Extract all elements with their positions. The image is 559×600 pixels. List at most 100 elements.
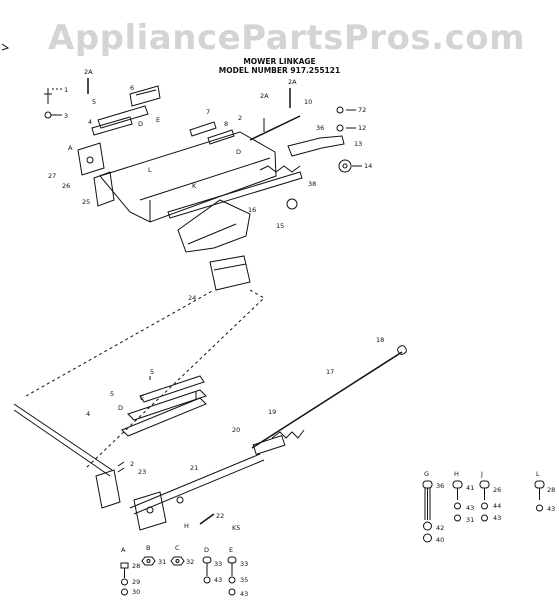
hardware-b-nut <box>141 556 156 566</box>
hardware-d-bolt <box>202 556 212 584</box>
callout-d-lower: D <box>118 404 123 412</box>
hw-e-part2: 35 <box>240 576 248 584</box>
hw-a-part2: 29 <box>132 578 140 586</box>
callout-14: 14 <box>364 162 372 170</box>
callout-4: 4 <box>88 118 92 126</box>
callout-2: 2 <box>238 114 242 122</box>
hw-g-part3: 40 <box>436 536 444 544</box>
callout-2a-right: 2A <box>288 78 297 86</box>
part-5-link-lower <box>127 389 207 421</box>
callout-17: 17 <box>326 368 334 376</box>
hw-b-part1: 31 <box>158 558 166 566</box>
callout-k: K <box>192 182 197 190</box>
callout-15: 15 <box>276 222 284 230</box>
part-38-spring <box>259 165 301 173</box>
callout-23: 23 <box>138 468 146 476</box>
part-13-arm <box>287 135 345 157</box>
callout-25: 25 <box>82 198 90 206</box>
part-4-link <box>91 116 133 136</box>
hw-j-letter: J <box>480 470 483 478</box>
reference-dashed-lines <box>25 289 265 469</box>
callout-e-lower: E <box>140 394 144 402</box>
callout-38: 38 <box>308 180 316 188</box>
hw-d-part1: 33 <box>214 560 222 568</box>
callout-e: E <box>156 116 160 124</box>
part-4-link-lower <box>121 397 207 437</box>
callout-d-right: D <box>236 148 241 156</box>
hardware-j-bolt <box>479 480 490 522</box>
callout-26: 26 <box>62 182 70 190</box>
callout-12: 12 <box>358 124 366 132</box>
callout-20: 20 <box>232 426 240 434</box>
hw-l-letter: L <box>536 470 540 478</box>
hw-d-letter: D <box>204 546 209 554</box>
hardware-e-bolt <box>227 556 237 596</box>
hardware-labels: A 28 29 30 B 31 C 32 D 33 43 E 33 35 43 … <box>121 470 555 598</box>
callout-36: 36 <box>316 124 324 132</box>
hardware-a-bolt <box>120 562 129 596</box>
hw-a-part3: 30 <box>132 588 140 596</box>
part-10-rod <box>249 115 301 141</box>
cross-shaft <box>13 403 113 477</box>
part-25-bracket <box>77 142 105 176</box>
part-23-bracket <box>95 469 121 509</box>
hw-c-part1: 32 <box>186 558 194 566</box>
hw-d-part2: 43 <box>214 576 222 584</box>
callout-k5: K5 <box>232 524 240 532</box>
hw-l-part2: 43 <box>547 505 555 513</box>
hw-h-part3: 31 <box>466 516 474 524</box>
callout-16: 16 <box>248 206 256 214</box>
part-19-spring <box>271 429 305 439</box>
callout-a: A <box>68 144 73 152</box>
callout-6: 6 <box>130 84 134 92</box>
callout-d: D <box>138 120 143 128</box>
part-17-rod <box>251 351 403 449</box>
callout-27: 27 <box>48 172 56 180</box>
hardware-c-nut <box>170 556 185 566</box>
corner-mark <box>1 43 10 51</box>
hw-e-letter: E <box>229 546 233 554</box>
callout-22: 22 <box>216 512 224 520</box>
hw-g-part2: 42 <box>436 524 444 532</box>
part-22-pin <box>199 513 215 525</box>
callout-labels: 1 2A 3 4 5 6 D E A 27 26 25 7 8 2 2A 2A … <box>48 68 384 532</box>
hw-h-part2: 43 <box>466 504 474 512</box>
callout-72: 72 <box>358 106 366 114</box>
callout-13: 13 <box>354 140 362 148</box>
hardware-h-bolt <box>452 480 463 522</box>
callout-l: L <box>148 166 152 174</box>
model-number: MODEL NUMBER 917.255121 <box>218 66 341 75</box>
callout-2-lower: 2 <box>130 460 134 468</box>
hw-c-letter: C <box>175 544 180 552</box>
part-18-end <box>397 345 407 355</box>
hw-e-part3: 43 <box>240 590 248 598</box>
callout-5-lower: 5 <box>110 390 114 398</box>
hw-g-part1: 36 <box>436 482 444 490</box>
bracket-lower <box>133 491 167 531</box>
part-15-bushing <box>286 198 298 210</box>
hw-a-letter: A <box>121 546 126 554</box>
part-21-shaft <box>129 453 265 515</box>
part-5-upper-lower <box>139 375 205 403</box>
part-16-shaft <box>167 171 303 219</box>
watermark: AppliancePartsPros.com <box>48 18 526 58</box>
callout-10: 10 <box>304 98 312 106</box>
part-7-link <box>189 121 217 137</box>
hw-e-part1: 33 <box>240 560 248 568</box>
part-72-washer <box>336 106 344 114</box>
callout-1: 1 <box>64 86 68 94</box>
part-1-pin <box>44 88 52 104</box>
callout-4-lower: 4 <box>86 410 90 418</box>
main-rocker-plate <box>99 131 277 223</box>
callout-5-top: 5 <box>150 368 154 376</box>
callout-5: 5 <box>92 98 96 106</box>
callout-h-lower: H <box>184 522 189 530</box>
callout-7: 7 <box>206 108 210 116</box>
part-8-link <box>207 129 235 145</box>
callout-2a-mid: 2A <box>260 92 269 100</box>
part-3-nut <box>44 111 52 119</box>
callout-19: 19 <box>268 408 276 416</box>
callout-8: 8 <box>224 120 228 128</box>
